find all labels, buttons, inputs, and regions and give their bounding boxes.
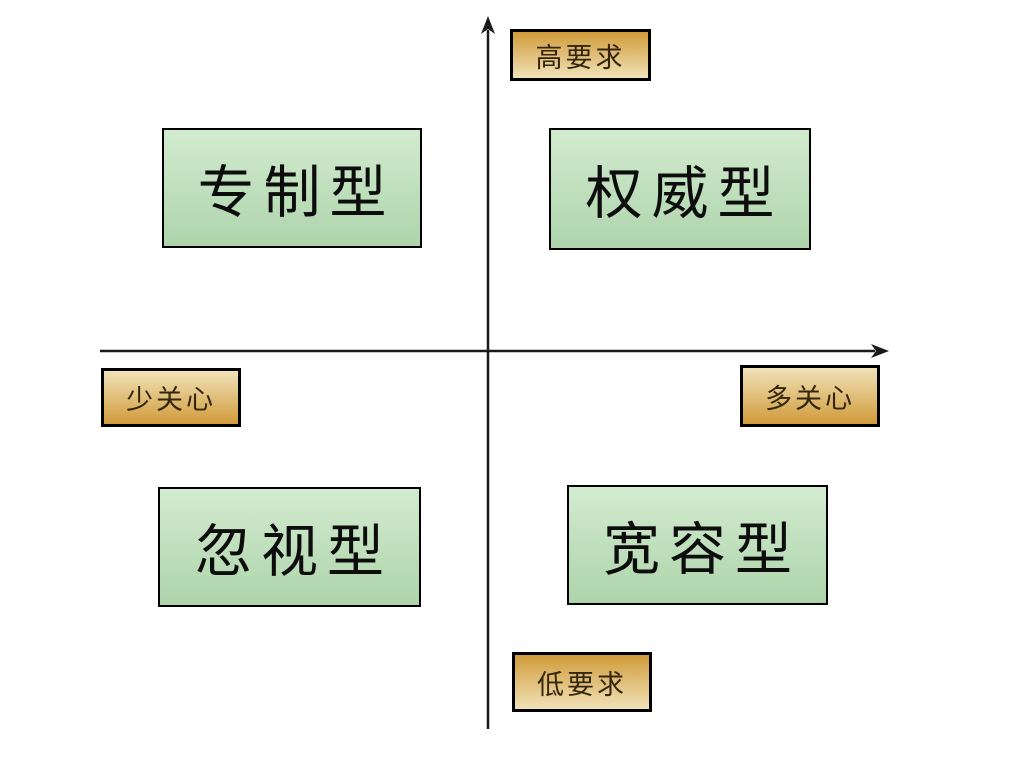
- axis-label-top: 高要求: [510, 29, 651, 81]
- axis-label-right: 多关心: [740, 365, 880, 427]
- axis-label-text: 低要求: [537, 669, 627, 700]
- axis-label-text: 多关心: [765, 383, 855, 414]
- quadrant-bottom-left: 忽视型: [158, 487, 421, 607]
- quadrant-bottom-right: 宽容型: [567, 485, 828, 605]
- quadrant-label: 权威型: [585, 163, 784, 226]
- quadrant-top-right: 权威型: [549, 128, 811, 250]
- right-arrow-icon: [871, 344, 889, 358]
- quadrant-label: 专制型: [197, 162, 396, 225]
- axis-label-left: 少关心: [101, 368, 241, 427]
- quadrant-label: 忽视型: [195, 521, 393, 584]
- axis-label-text: 少关心: [126, 385, 216, 415]
- up-arrow-icon: [481, 16, 495, 34]
- axis-label-bottom: 低要求: [512, 652, 652, 712]
- quadrant-label: 宽容型: [603, 519, 801, 582]
- axis-label-text: 高要求: [535, 42, 626, 73]
- quadrant-top-left: 专制型: [162, 128, 422, 248]
